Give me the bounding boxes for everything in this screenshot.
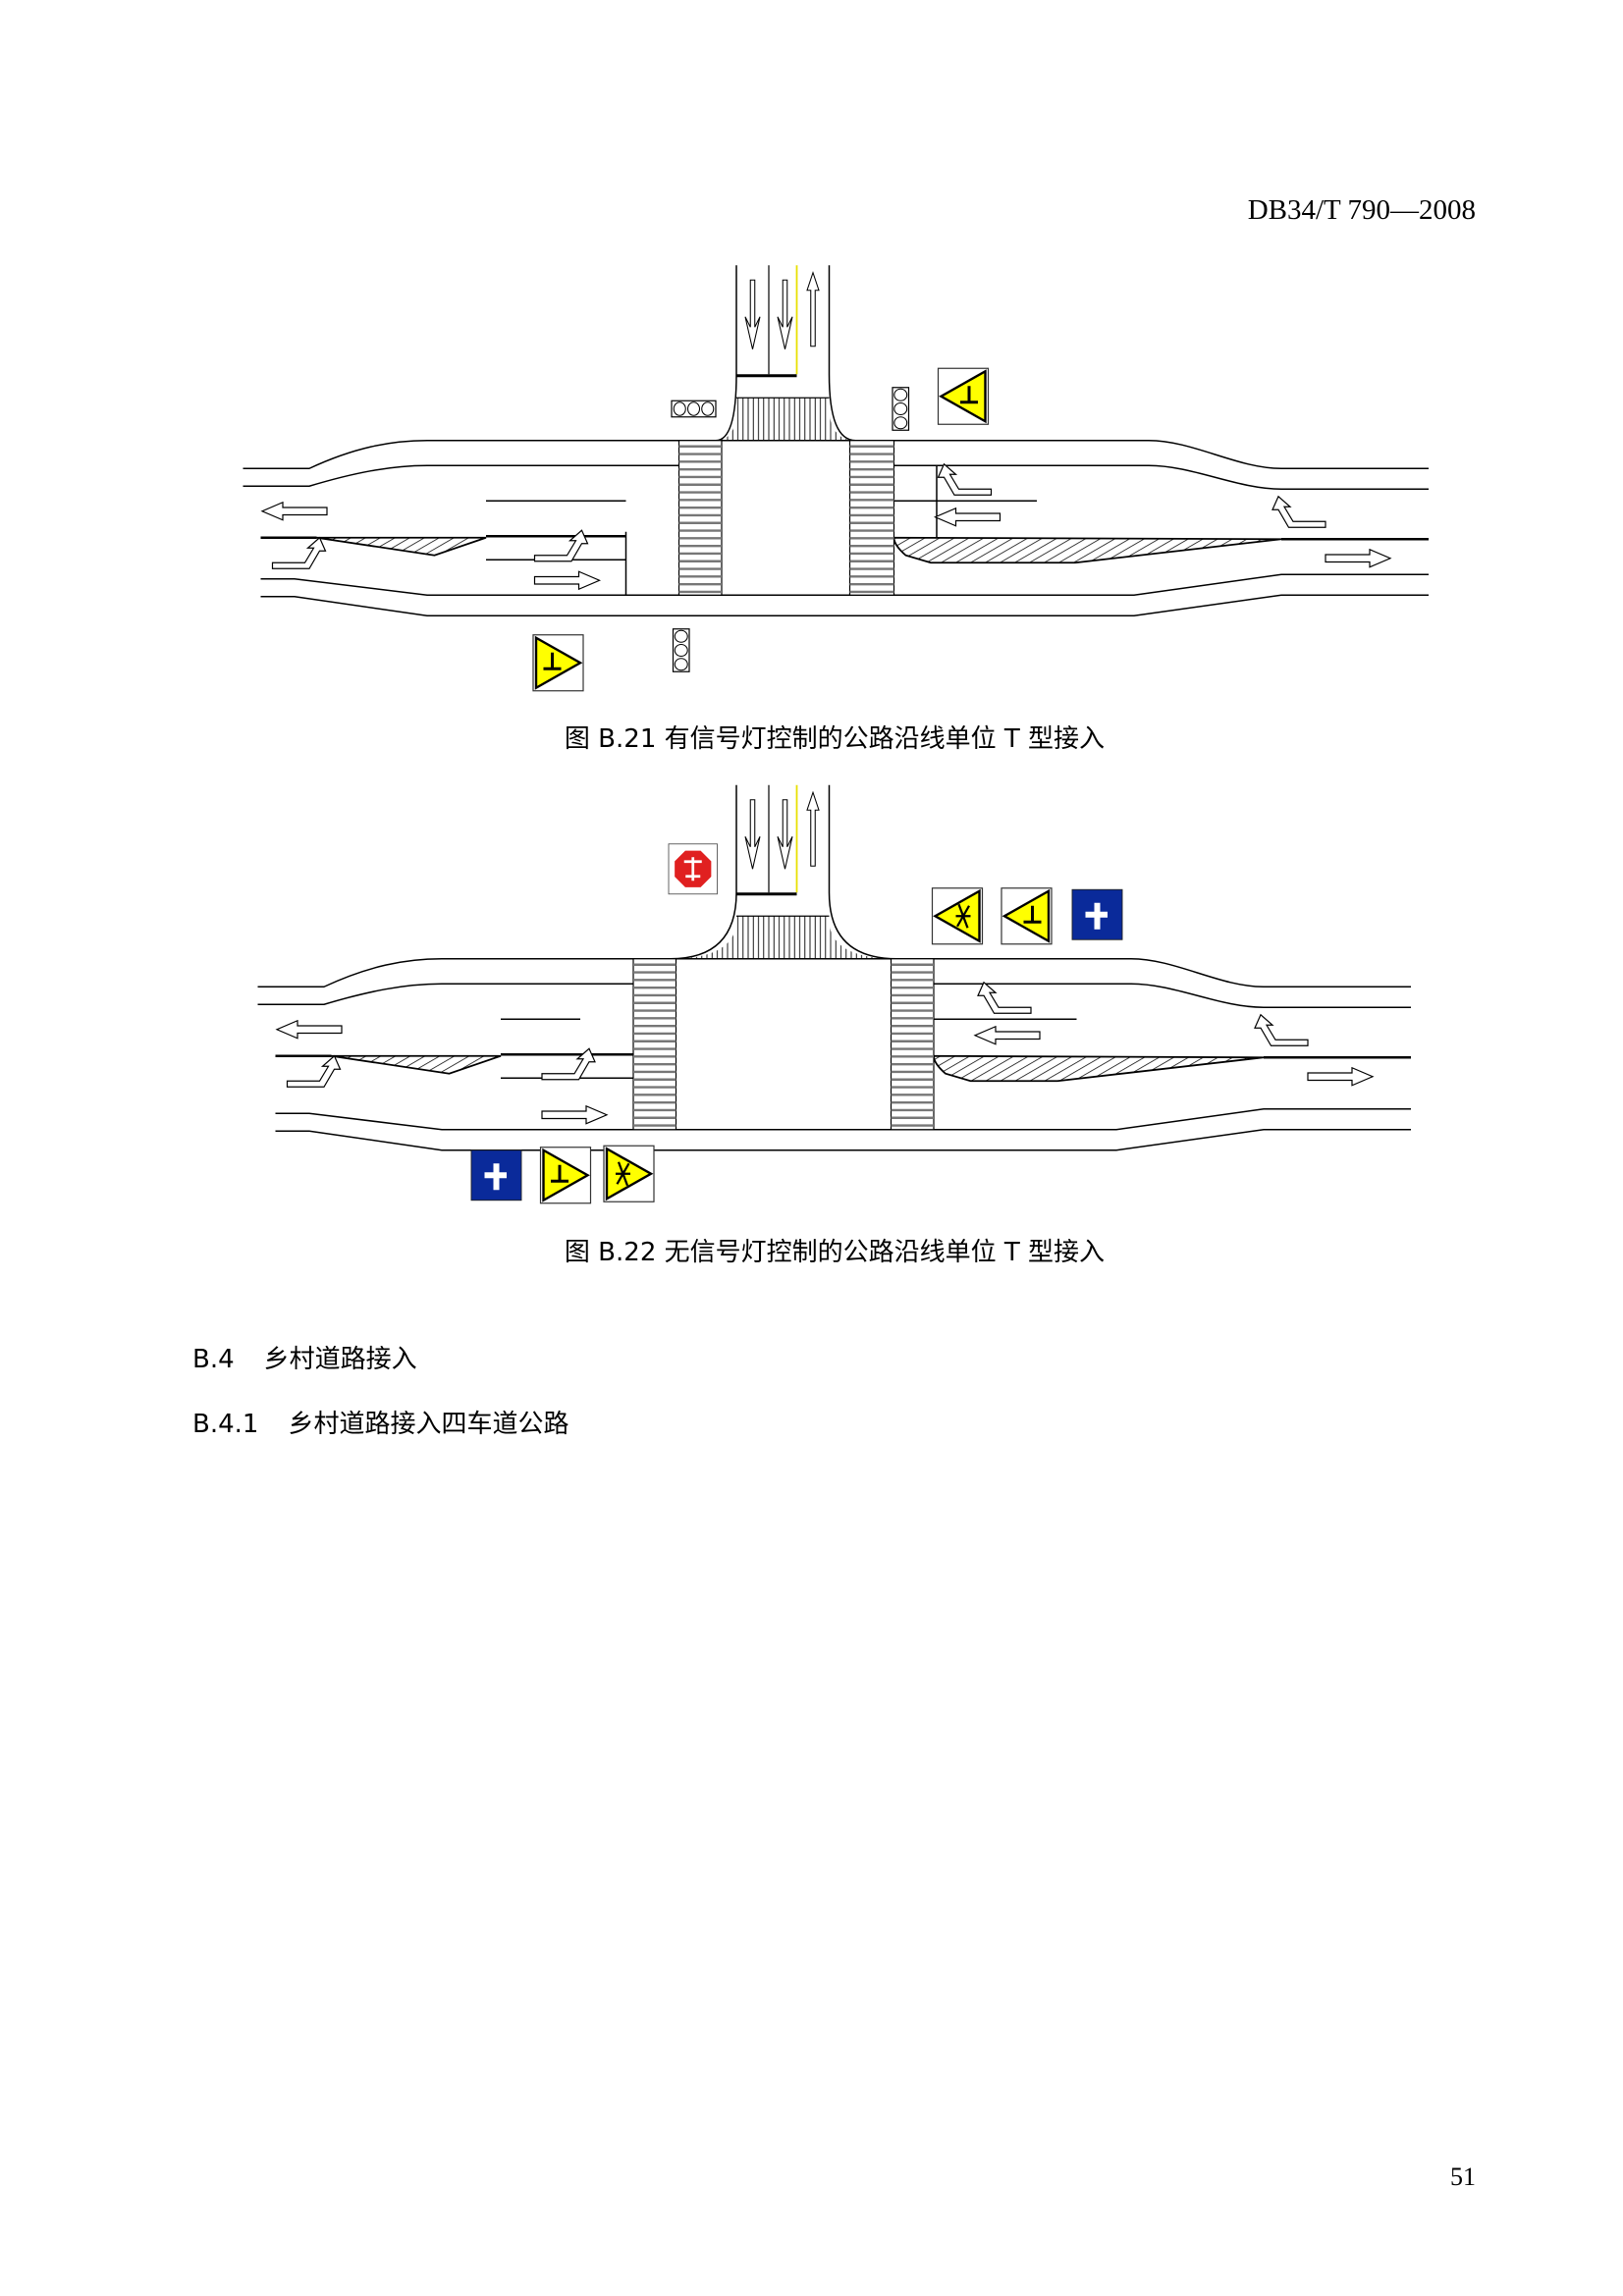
pedestrian-symbol: [616, 1161, 630, 1187]
arrow-down-icon: [777, 279, 793, 349]
section-number: B.4.1: [192, 1410, 259, 1439]
crosswalk: [848, 440, 895, 596]
figure-caption-b21: 图 B.21 有信号灯控制的公路沿线单位 T 型接入: [564, 724, 1106, 754]
traffic-light-lamp: [701, 401, 715, 416]
arrow-down-icon: [777, 799, 793, 870]
turn-arrow-icon: [937, 462, 993, 496]
t-junction-warning-sign-triangle: [1001, 888, 1051, 943]
lane-line: [934, 983, 1411, 1008]
stop-symbol: [683, 857, 702, 881]
arrow-left-icon: [973, 1025, 1041, 1045]
hatched-island: [331, 1054, 502, 1075]
section-title: 乡村道路接入四车道公路: [288, 1410, 569, 1439]
arrow-right-icon: [533, 570, 602, 591]
section-heading-b41: B.4.1 乡村道路接入四车道公路: [192, 1404, 568, 1440]
arrow-right-icon: [1325, 548, 1392, 568]
side-road-hatched-area: [716, 398, 856, 441]
traffic-light-lamp: [893, 416, 908, 430]
arrow-left-icon: [275, 1019, 343, 1040]
main-road-bottom-edge: [275, 1129, 1411, 1151]
hatched-island: [893, 536, 1282, 564]
turn-arrow-icon: [977, 981, 1032, 1014]
section-number: B.4: [192, 1345, 235, 1374]
traffic-light-lamp: [674, 643, 688, 658]
t-junction-symbol: [543, 652, 562, 670]
arrow-up-icon: [806, 271, 820, 347]
side-road-edge: [670, 784, 737, 960]
figure-b21-diagram: [243, 265, 1429, 692]
turn-arrow-icon: [271, 536, 327, 569]
main-road-line: [275, 1108, 1411, 1131]
t-junction-symbol: [960, 386, 978, 404]
arrow-up-icon: [806, 790, 820, 867]
t-junction-symbol: [1023, 905, 1042, 924]
section-heading-b4: B.4 乡村道路接入: [192, 1339, 417, 1375]
traffic-light-lamp: [893, 401, 908, 416]
lane-line: [893, 464, 1429, 490]
section-title: 乡村道路接入: [263, 1345, 417, 1374]
hatched-island: [316, 536, 487, 557]
main-road-bottom-edge: [260, 594, 1429, 616]
turn-arrow-icon: [286, 1054, 342, 1088]
traffic-light-lamp: [674, 629, 688, 643]
page-number: 51: [1450, 2163, 1476, 2191]
turn-arrow-icon: [1271, 495, 1326, 528]
lane-line: [243, 464, 679, 487]
side-road-edge: [828, 265, 856, 442]
intersection-edge: [722, 439, 850, 596]
crosswalk: [890, 958, 935, 1131]
intersection-edge: [676, 958, 892, 1131]
crosswalk: [632, 958, 677, 1131]
pedestrian-symbol: [955, 903, 971, 929]
turn-arrow-icon: [533, 529, 589, 562]
t-junction-warning-sign-triangle: [939, 369, 987, 424]
cross-symbol: [1085, 902, 1108, 930]
traffic-light-lamp: [893, 388, 908, 401]
lane-line: [257, 983, 633, 1005]
arrow-right-icon: [1307, 1066, 1375, 1087]
figure-caption-b22: 图 B.22 无信号灯控制的公路沿线单位 T 型接入: [564, 1238, 1106, 1267]
traffic-light-lamp: [674, 658, 688, 671]
main-road-top-edge: [257, 958, 1411, 988]
t-junction-warning-sign-triangle: [534, 635, 583, 690]
arrow-left-icon: [260, 501, 328, 521]
main-road-top-edge: [243, 439, 1429, 469]
arrow-left-icon: [933, 507, 1001, 527]
turn-arrow-icon: [541, 1047, 596, 1081]
figure-b22-diagram: [257, 784, 1411, 1204]
crosswalk: [677, 440, 723, 596]
cross-symbol: [484, 1163, 507, 1191]
traffic-light-lamp: [686, 401, 701, 416]
turn-arrow-icon: [1254, 1013, 1309, 1046]
document-code: DB34/T 790—2008: [1247, 194, 1476, 226]
hatched-island: [933, 1054, 1265, 1083]
t-junction-symbol: [551, 1164, 568, 1183]
side-road-hatched-area: [670, 916, 897, 959]
t-junction-warning-sign-triangle: [542, 1148, 590, 1202]
side-road-edge: [715, 265, 737, 442]
arrow-right-icon: [541, 1104, 609, 1125]
crossroad-guide-sign-icon: [470, 1149, 522, 1201]
traffic-light-lamp: [673, 401, 686, 416]
arrow-down-icon: [744, 279, 761, 349]
main-road-line: [260, 573, 1429, 596]
side-road-edge: [828, 784, 897, 960]
arrow-down-icon: [744, 799, 761, 870]
